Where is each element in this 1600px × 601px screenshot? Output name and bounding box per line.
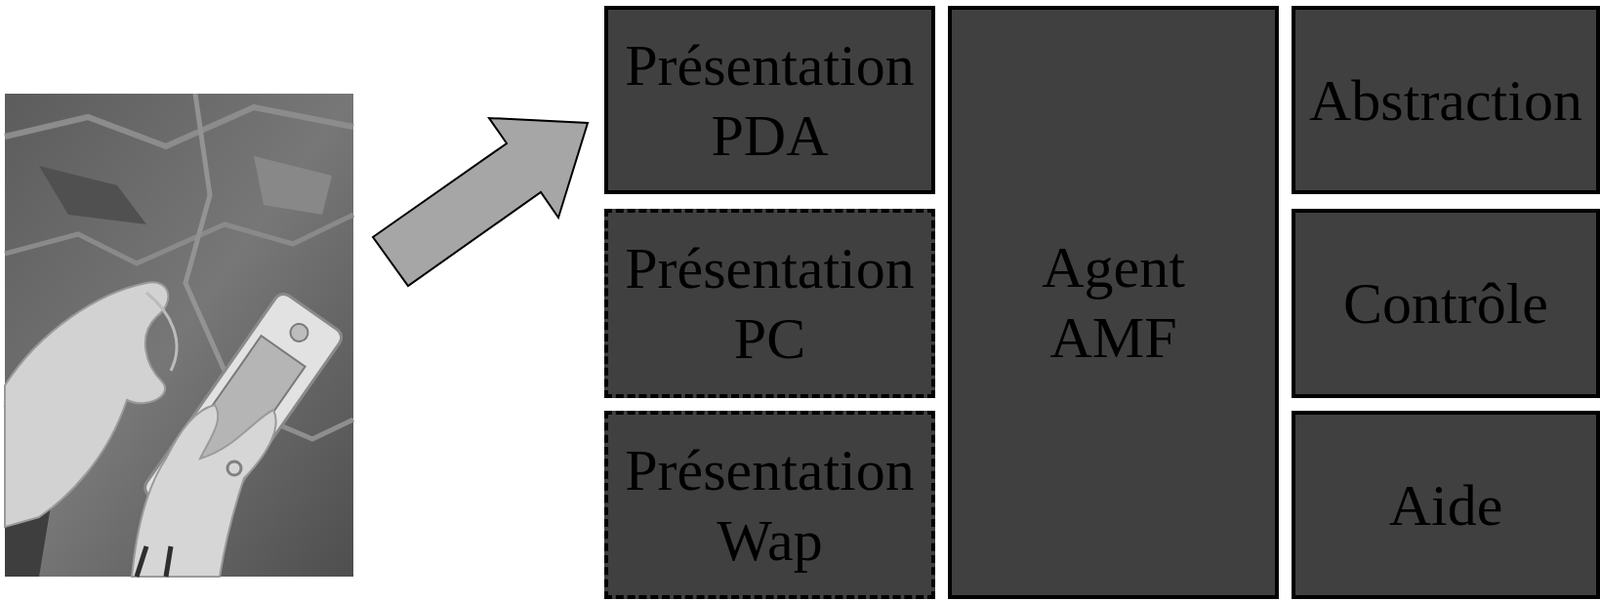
box-label: Contrôle [1343, 268, 1549, 339]
facet-box: Contrôle [1291, 208, 1600, 399]
agent-box: Agent AMF [947, 5, 1279, 600]
box-label: Aide [1389, 470, 1504, 541]
pda-photo [4, 93, 354, 577]
box-label: Présentation PDA [614, 30, 926, 171]
box-label: Présentation PC [614, 233, 926, 374]
block-arrow [372, 118, 588, 287]
box-label: Agent AMF [1006, 232, 1222, 373]
presentation-box: Présentation PC [604, 208, 936, 399]
box-label: Abstraction [1309, 65, 1583, 136]
box-label: Présentation Wap [614, 435, 926, 576]
facet-box: Abstraction [1291, 5, 1600, 195]
presentation-box: Présentation PDA [604, 5, 936, 195]
presentation-box: Présentation Wap [604, 410, 936, 600]
facet-box: Aide [1291, 410, 1600, 600]
